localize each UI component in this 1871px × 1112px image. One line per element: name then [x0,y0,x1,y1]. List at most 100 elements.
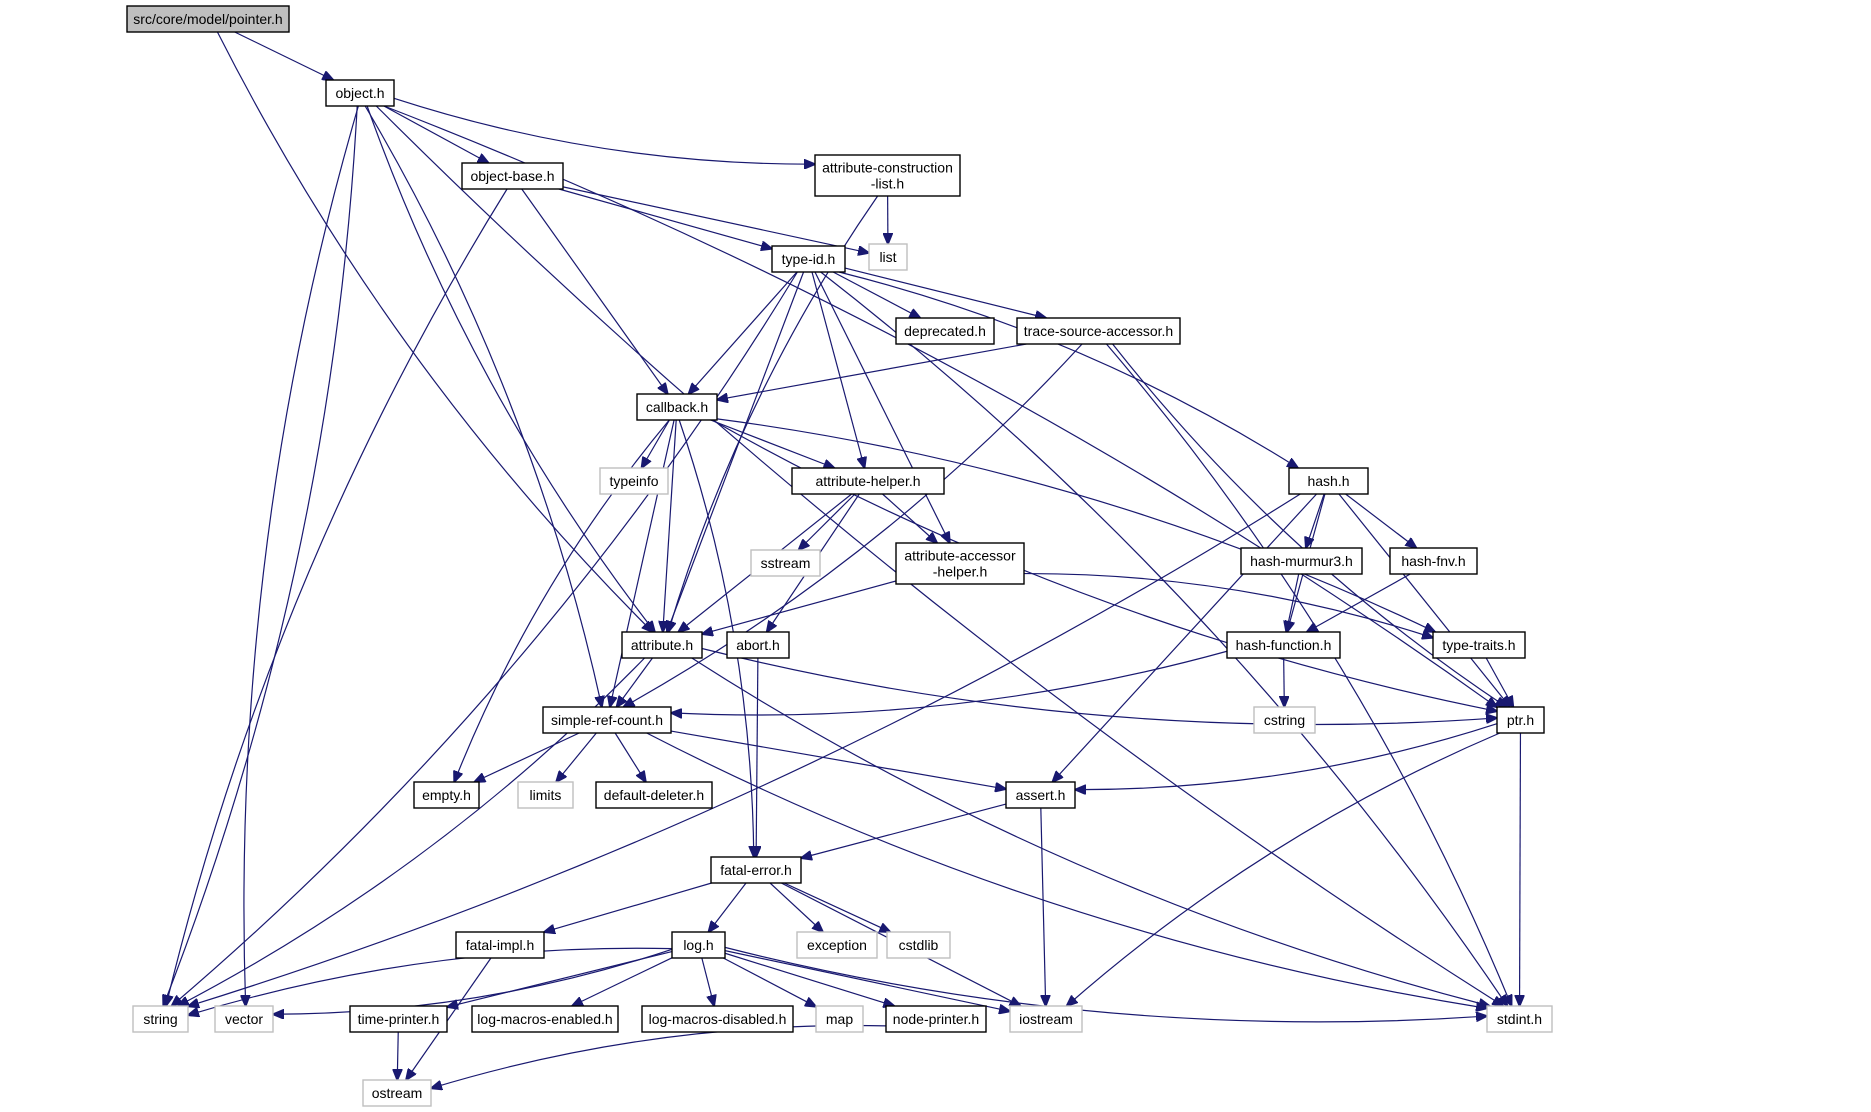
node-deprecated[interactable]: deprecated.h [895,317,995,345]
node-box-empty [413,781,480,809]
node-label-hash-fnv: hash-fnv.h [1401,553,1465,569]
node-limits: limits [517,781,574,809]
node-label-log: log.h [683,937,713,953]
edge-fatal-error-to-exception [769,882,823,932]
edge-hash-fnv-to-hash-function [1307,573,1411,632]
node-type-traits[interactable]: type-traits.h [1432,631,1526,659]
node-hash-murmur3[interactable]: hash-murmur3.h [1240,547,1363,575]
edge-pointer-to-object [234,31,334,80]
node-log[interactable]: log.h [671,931,726,959]
node-box-deprecated [895,317,995,345]
node-string: string [132,1005,189,1033]
node-label-hash: hash.h [1307,473,1349,489]
edge-fatal-error-to-cstdlib [783,882,890,932]
node-cstring: cstring [1253,706,1316,734]
node-label-ptr: ptr.h [1507,712,1534,728]
node-object-base[interactable]: object-base.h [461,162,564,190]
node-fatal-error[interactable]: fatal-error.h [710,856,802,884]
node-box-ptr [1496,706,1545,734]
node-empty[interactable]: empty.h [413,781,480,809]
node-default-deleter[interactable]: default-deleter.h [595,781,713,809]
edge-type-id-to-attr-accessor-helper [814,271,950,543]
node-attribute-helper[interactable]: attribute-helper.h [791,467,945,495]
node-simple-ref-count[interactable]: simple-ref-count.h [542,706,672,734]
node-log-macros-enabled[interactable]: log-macros-enabled.h [471,1005,619,1033]
node-label-node-printer: node-printer.h [893,1011,979,1027]
node-hash-fnv[interactable]: hash-fnv.h [1389,547,1478,575]
edge-hash-to-ptr [1338,493,1510,707]
node-box-attr-accessor-helper [895,542,1025,585]
node-hash[interactable]: hash.h [1288,467,1369,495]
node-pointer[interactable]: src/core/model/pointer.h [126,5,290,33]
edge-simple-ref-count-to-empty [474,732,580,782]
edge-log-to-vector [273,948,673,1014]
node-box-exception [796,931,878,959]
node-box-node-printer [885,1005,987,1033]
edge-log-to-stdint [724,946,1487,1023]
edge-fatal-impl-to-ostream [406,957,492,1080]
edge-log-to-time-printer [447,950,673,1008]
node-time-printer[interactable]: time-printer.h [349,1005,448,1033]
node-box-hash [1288,467,1369,495]
node-fatal-impl[interactable]: fatal-impl.h [455,931,545,959]
edge-object-base-to-callback [521,188,668,394]
edge-type-id-to-attribute [667,271,805,632]
node-box-string [132,1005,189,1033]
node-attribute[interactable]: attribute.h [621,631,703,659]
node-node-printer[interactable]: node-printer.h [885,1005,987,1033]
edge-attribute-helper-to-sstream [799,493,856,550]
node-callback[interactable]: callback.h [636,393,718,421]
node-box-ostream [362,1079,432,1107]
node-assert[interactable]: assert.h [1005,781,1076,809]
node-iostream: iostream [1009,1005,1083,1033]
node-stdint: stdint.h [1486,1005,1553,1033]
edge-type-id-to-stdint [820,271,1508,1006]
node-box-callback [636,393,718,421]
node-ptr[interactable]: ptr.h [1496,706,1545,734]
node-label-sstream: sstream [761,555,811,571]
node-label-simple-ref-count: simple-ref-count.h [551,712,663,728]
node-abort[interactable]: abort.h [726,631,790,659]
node-trace-source-accessor[interactable]: trace-source-accessor.h [1016,317,1181,345]
node-attr-cons-list[interactable]: attribute-construction-list.h [814,154,961,197]
edge-hash-to-assert [1052,493,1318,782]
edge-hash-murmur3-to-hash-function [1286,573,1300,632]
node-label-assert: assert.h [1016,787,1066,803]
edge-object-to-attr-cons-list [393,97,815,164]
node-box-trace-source-accessor [1016,317,1181,345]
node-label-string: string [143,1011,177,1027]
node-box-object [325,79,395,107]
node-type-id[interactable]: type-id.h [771,245,846,273]
edge-object-base-to-list [562,186,869,253]
edge-attr-accessor-helper-to-type-traits [1023,572,1433,638]
node-label-hash-murmur3: hash-murmur3.h [1250,553,1353,569]
node-label-type-traits: type-traits.h [1442,637,1515,653]
node-box-iostream [1009,1005,1083,1033]
node-box-simple-ref-count [542,706,672,734]
node-label-object-base: object-base.h [470,168,554,184]
node-box-abort [726,631,790,659]
edge-node-printer-to-ostream [431,1024,887,1088]
node-box-time-printer [349,1005,448,1033]
node-exception: exception [796,931,878,959]
edge-log-to-log-macros-enabled [572,957,673,1006]
edge-callback-to-attribute-helper [710,419,835,468]
edge-time-printer-to-ostream [397,1031,398,1080]
edge-ptr-to-stdint [1520,732,1521,1006]
edge-callback-to-type-traits [716,418,1435,632]
node-label-log-macros-disabled: log-macros-disabled.h [649,1011,787,1027]
node-label-type-id: type-id.h [782,251,836,267]
node-attr-accessor-helper[interactable]: attribute-accessor-helper.h [895,542,1025,585]
node-box-type-traits [1432,631,1526,659]
node-box-hash-fnv [1389,547,1478,575]
node-label-hash-function: hash-function.h [1236,637,1332,653]
edge-ptr-to-iostream [1067,732,1501,1006]
node-log-macros-disabled[interactable]: log-macros-disabled.h [641,1005,794,1033]
edge-object-to-stdint [375,105,1503,1006]
node-object[interactable]: object.h [325,79,395,107]
node-box-stdint [1486,1005,1553,1033]
node-hash-function[interactable]: hash-function.h [1226,631,1341,659]
edge-hash-function-to-simple-ref-count [671,650,1228,715]
edge-object-to-attribute [366,105,655,632]
edge-type-id-to-string [172,271,798,1006]
